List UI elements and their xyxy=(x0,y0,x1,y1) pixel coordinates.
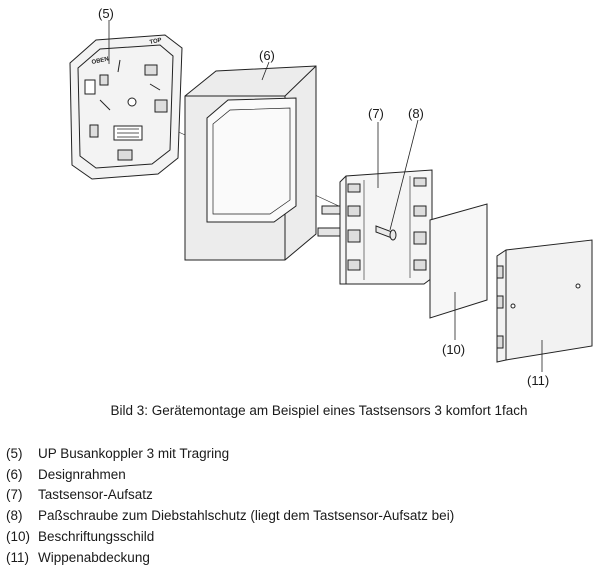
legend-text: UP Busankoppler 3 mit Tragring xyxy=(38,446,230,461)
legend-text: Beschriftungsschild xyxy=(38,528,155,544)
rocker-cover xyxy=(496,239,593,363)
legend-text: Paßschraube zum Diebstahlschutz (liegt d… xyxy=(38,508,455,524)
coupler-oben-label: OBEN xyxy=(91,56,109,65)
exploded-assembly-drawing: OBEN TOP xyxy=(69,6,593,388)
callout-7: (7) xyxy=(368,106,384,121)
callout-6: (6) xyxy=(259,48,275,63)
legend-text: Wippenabdeckung xyxy=(38,549,150,565)
legend-number: (5) xyxy=(6,446,23,461)
callout-leaders xyxy=(108,20,543,372)
legend-text: Designrahmen xyxy=(38,466,126,482)
bus-coupler-with-support-ring xyxy=(69,34,183,180)
callout-10: (10) xyxy=(442,342,465,357)
legend-text: Tastsensor-Aufsatz xyxy=(38,487,153,503)
callout-8: (8) xyxy=(408,106,424,121)
legend-item: (8) Paßschraube zum Diebstahlschutz (lieg… xyxy=(6,506,454,527)
legend-item: (10) Beschriftungsschild xyxy=(6,527,454,548)
label-sheet xyxy=(429,203,488,319)
figure-caption: Bild 3: Gerätemontage am Beispiel eines … xyxy=(110,403,528,418)
callout-5: (5) xyxy=(98,6,114,21)
legend-number: (8) xyxy=(6,508,23,524)
anti-theft-screw xyxy=(375,225,397,241)
coupler-top-label: TOP xyxy=(149,38,162,46)
legend-item: (6) Designrahmen xyxy=(6,465,454,486)
design-frame xyxy=(184,65,317,261)
legend-number: (11) xyxy=(6,549,30,565)
parts-legend: (5) UP Busankoppler 3 mit Tragring (6) Des… xyxy=(6,444,454,568)
legend-item: (7) Tastsensor-Aufsatz xyxy=(6,485,454,506)
legend-number: (6) xyxy=(6,466,23,482)
legend-item: (5) UP Busankoppler 3 mit Tragring xyxy=(6,444,454,465)
callout-11: (11) xyxy=(527,373,549,388)
legend-item: (11) Wippenabdeckung xyxy=(6,548,454,569)
legend-number: (7) xyxy=(6,487,23,503)
legend-number: (10) xyxy=(6,528,31,544)
push-button-sensor-module xyxy=(317,169,433,285)
